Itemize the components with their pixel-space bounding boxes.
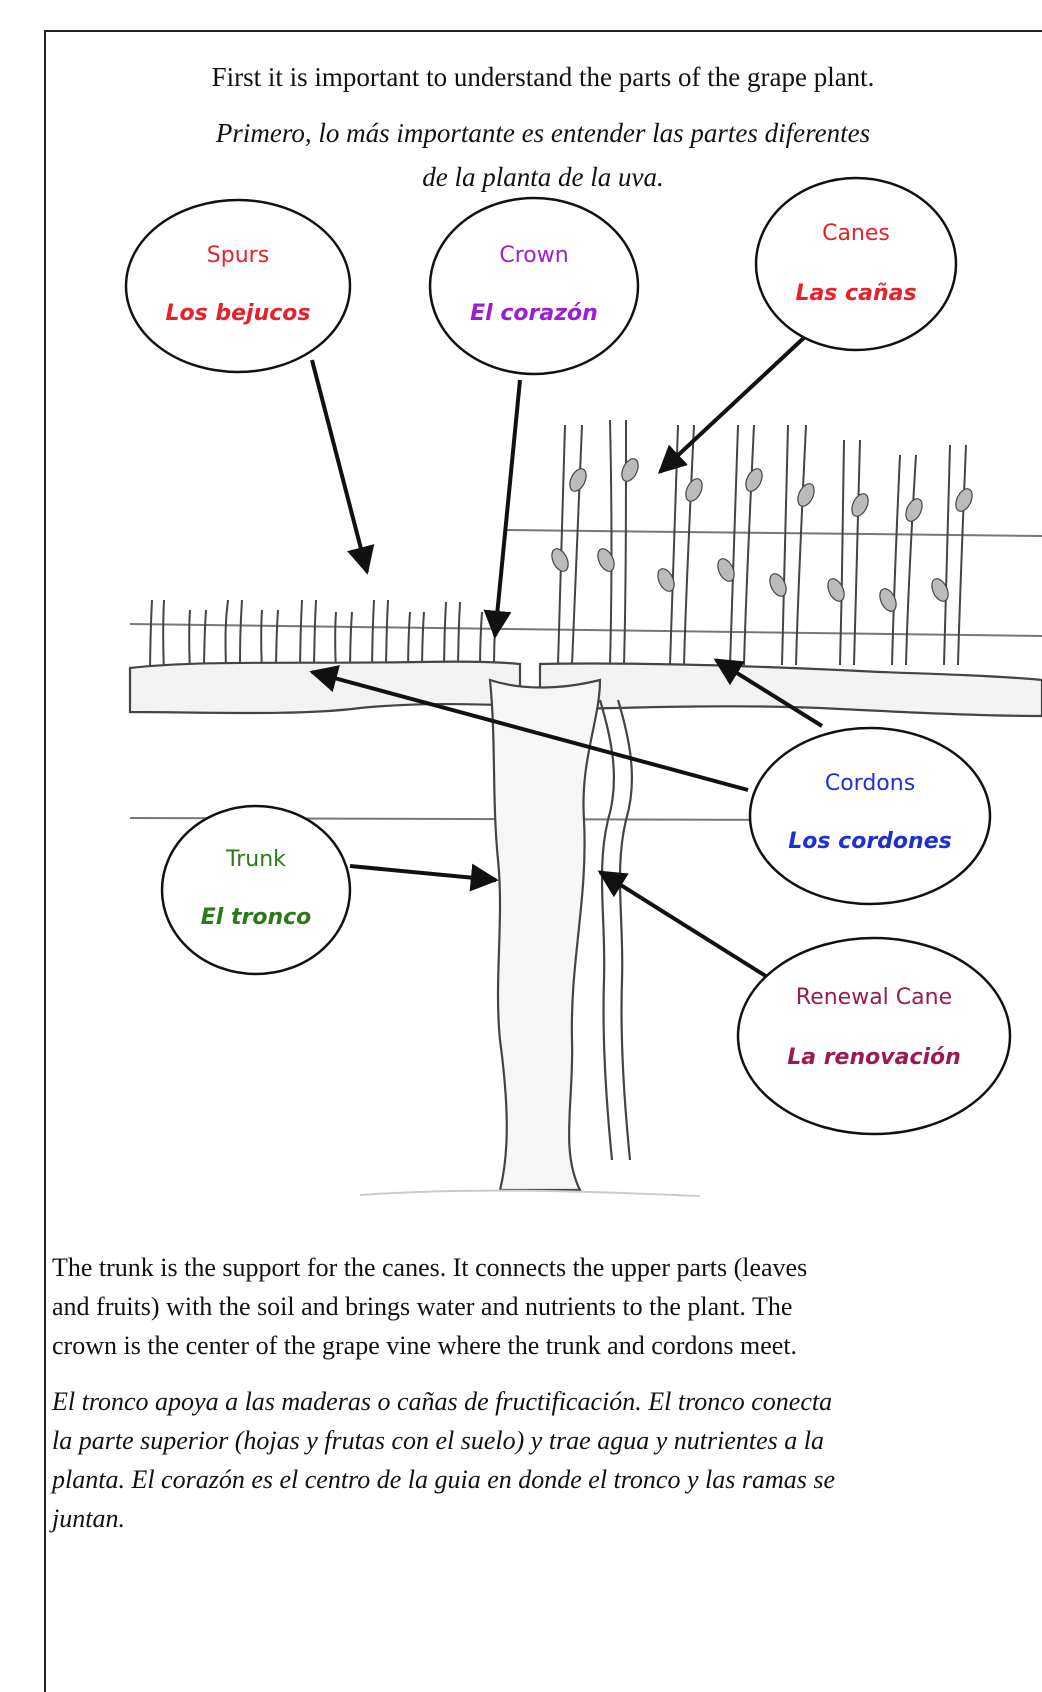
cordons-label-en: Cordons [825, 771, 915, 796]
cordons-label-es: Los cordones [788, 829, 951, 854]
paragraph-spanish-line: la parte superior (hojas y frutas con el… [52, 1421, 1042, 1460]
paragraph-spanish-line: juntan. [52, 1499, 1042, 1538]
label-trunk: Trunk El tronco [162, 806, 350, 974]
canes-circle [756, 178, 956, 350]
canes-label-es: Las cañas [795, 281, 916, 306]
label-renewal-cane: Renewal Cane La renovación [738, 938, 1010, 1134]
paragraph-spanish-line: El tronco apoya a las maderas o cañas de… [52, 1382, 1042, 1421]
crown-label-en: Crown [499, 243, 568, 268]
paragraph-spanish-line: planta. El corazón es el centro de la gu… [52, 1460, 1042, 1499]
paragraph-english-line: The trunk is the support for the canes. … [52, 1248, 1042, 1287]
trellis-wire-middle [130, 624, 1042, 636]
crown-arrow [495, 380, 520, 636]
label-spurs: Spurs Los bejucos [126, 200, 350, 372]
ground-line [360, 1191, 700, 1196]
cordons-circle [750, 728, 990, 904]
paragraph-english-line: and fruits) with the soil and brings wat… [52, 1287, 1042, 1326]
spurs-arrow [312, 360, 367, 572]
canes-arrow [660, 334, 808, 472]
renewal-cane-label-en: Renewal Cane [796, 985, 952, 1010]
paragraph-english: The trunk is the support for the canes. … [52, 1248, 1042, 1365]
paragraph-english-line: crown is the center of the grape vine wh… [52, 1326, 1042, 1365]
trunk-label-en: Trunk [225, 847, 286, 872]
renewal-cane-label-es: La renovación [787, 1045, 961, 1070]
spurs-circle [126, 200, 350, 372]
renewal-cane-drawing [600, 700, 614, 1160]
crown-label-es: El corazón [470, 301, 598, 326]
renewal-cane-arrow [600, 872, 788, 990]
spurs-label-es: Los bejucos [165, 301, 310, 326]
spurs-label-en: Spurs [207, 243, 269, 268]
paragraph-spanish: El tronco apoya a las maderas o cañas de… [52, 1382, 1042, 1538]
trunk-arrow [350, 866, 496, 880]
canes-drawing [558, 420, 966, 665]
label-cordons: Cordons Los cordones [750, 728, 990, 904]
canes-label-en: Canes [822, 221, 890, 246]
label-crown: Crown El corazón [430, 198, 638, 374]
crown-circle [430, 198, 638, 374]
renewal-cane-circle [738, 938, 1010, 1134]
label-canes: Canes Las cañas [756, 178, 956, 350]
trunk-label-es: El tronco [201, 905, 312, 930]
trunk-circle [162, 806, 350, 974]
trunk-drawing [490, 680, 600, 1190]
